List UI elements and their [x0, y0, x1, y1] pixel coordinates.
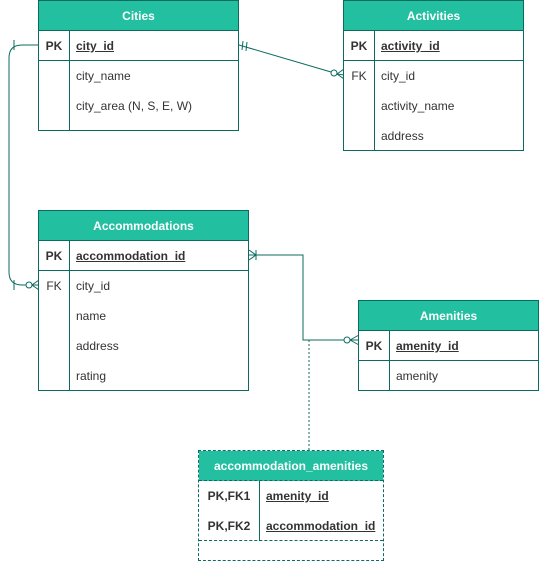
- field-name: name: [76, 309, 107, 323]
- field-name: amenity: [396, 369, 439, 383]
- key-label: PK,FK2: [207, 519, 251, 533]
- table-row: amenity: [359, 361, 538, 391]
- field-name: city_name: [76, 69, 131, 83]
- table-row: city_area (N, S, E, W): [39, 91, 238, 121]
- field-name: city_id: [76, 279, 111, 293]
- key-label: [344, 121, 374, 151]
- table-row: PK,FK2 accommodation_id: [199, 511, 383, 541]
- table-row: PK amenity_id: [359, 331, 538, 361]
- table-row: PK activity_id: [344, 31, 523, 61]
- table-row: address: [39, 331, 248, 361]
- table-row: city_name: [39, 61, 238, 91]
- table-row: PK accommodation_id: [39, 241, 248, 271]
- field-name: city_area (N, S, E, W): [76, 99, 193, 113]
- key-label: [39, 301, 69, 331]
- entity-title: Accommodations: [39, 211, 248, 241]
- entity-accommodation-amenities[interactable]: accommodation_amenities PK,FK1 amenity_i…: [198, 450, 384, 561]
- table-row: activity_name: [344, 91, 523, 121]
- table-row: FK city_id: [344, 61, 523, 91]
- field-name: activity_id: [381, 39, 440, 53]
- table-row: rating: [39, 361, 248, 391]
- field-name: activity_name: [381, 99, 455, 113]
- table-row: PK city_id: [39, 31, 238, 61]
- key-label: [39, 331, 69, 361]
- key-label: PK: [45, 39, 63, 53]
- entity-amenities[interactable]: Amenities PK amenity_id amenity: [358, 300, 539, 391]
- table-row: address: [344, 121, 523, 151]
- field-name: amenity_id: [396, 339, 459, 353]
- entity-activities[interactable]: Activities PK activity_id FK city_id act…: [343, 0, 524, 151]
- one-mark-cities-a: [241, 40, 244, 51]
- key-label: FK: [351, 69, 367, 83]
- key-label: [359, 361, 389, 391]
- table-row: name: [39, 301, 248, 331]
- zero-mark-accommodations: [25, 281, 33, 289]
- link-cities-activities: [238, 44, 332, 73]
- link-accommodations-amenities: [249, 254, 345, 341]
- entity-accommodations[interactable]: Accommodations PK accommodation_id FK ci…: [38, 210, 249, 391]
- field-name: address: [76, 339, 119, 353]
- zero-mark-amenities: [343, 336, 351, 344]
- key-label: [39, 61, 69, 91]
- field-name: city_id: [381, 69, 416, 83]
- key-label: [39, 91, 69, 121]
- entity-title: Amenities: [359, 301, 538, 331]
- one-mark-cities-b: [245, 41, 248, 52]
- key-label: FK: [46, 279, 62, 293]
- key-label: PK,FK1: [207, 489, 251, 503]
- link-cities-accommodations: [8, 44, 39, 286]
- table-row: FK city_id: [39, 271, 248, 301]
- field-name: city_id: [76, 39, 115, 53]
- entity-title: Activities: [344, 1, 523, 31]
- field-name: amenity_id: [266, 489, 329, 503]
- field-name: rating: [76, 369, 107, 383]
- table-row: PK,FK1 amenity_id: [199, 481, 383, 511]
- field-name: accommodation_id: [266, 519, 376, 533]
- key-label: [39, 361, 69, 391]
- key-label: PK: [45, 249, 63, 263]
- field-name: address: [381, 129, 424, 143]
- entity-title: Cities: [39, 1, 238, 31]
- key-label: PK: [365, 339, 383, 353]
- field-name: accommodation_id: [76, 249, 186, 263]
- key-label: PK: [350, 39, 368, 53]
- entity-cities[interactable]: Cities PK city_id city_name city_area (N…: [38, 0, 239, 131]
- key-label: [344, 91, 374, 121]
- entity-title: accommodation_amenities: [199, 451, 383, 481]
- zero-mark-activities: [330, 69, 338, 77]
